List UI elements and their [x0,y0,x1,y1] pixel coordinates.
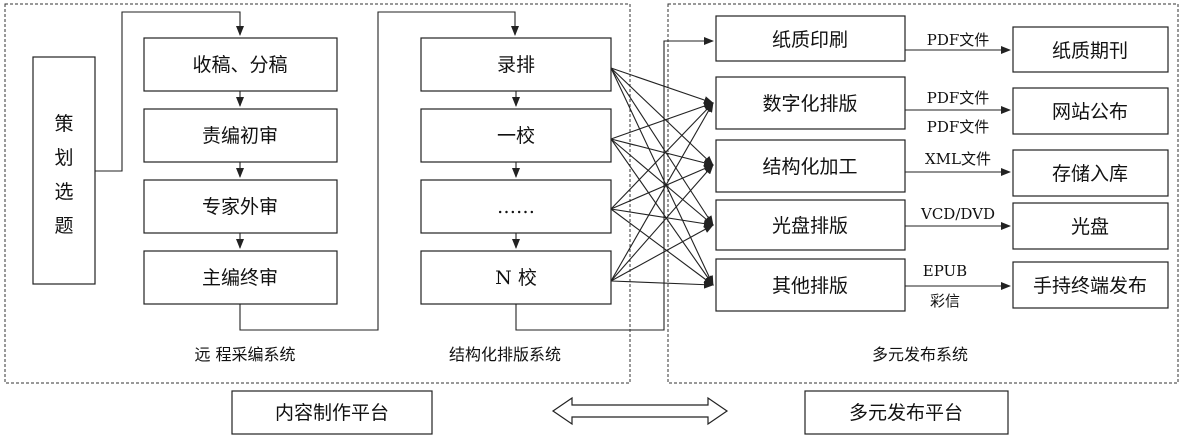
planning-char: 策 [54,113,73,135]
planning-box [32,56,96,285]
process-label-disc: 光盘排版 [772,215,848,237]
output-label-storage: 存储入库 [1052,163,1128,185]
cross-arrow [610,280,714,289]
step-box-nth-proof [420,250,612,305]
format-label: 彩信 [930,292,960,310]
publish-processes: 纸质印刷 数字化排版 结构化加工 光盘排版 其他排版 [715,15,906,312]
process-box-digital [715,76,906,130]
planning-to-intake-connector [95,11,244,172]
cross-arrow [610,102,714,140]
step-label-first-proof: 一校 [497,125,535,147]
section-caption-typesetting: 结构化排版系统 [449,345,561,364]
step-box-more-proofs [420,179,612,234]
output-label-print-journal: 纸质期刊 [1052,40,1128,62]
planning-char: 划 [54,147,73,169]
editorial-steps: 收稿、分稿 责编初审 专家外审 主编终审 [143,37,338,305]
cross-arrow [610,224,714,282]
output-box-print-journal [1012,26,1169,73]
cross-arrow [610,67,714,226]
cross-arrow [610,138,714,286]
typesetting-steps: 录排 一校 …… N 校 [420,37,612,305]
output-label-disc: 光盘 [1071,216,1109,238]
process-label-print: 纸质印刷 [772,29,848,51]
step-label-final-review: 主编终审 [202,267,278,289]
section-caption-editorial: 远 程采编系统 [194,345,295,364]
step-box-typesetting [420,37,612,92]
cross-arrow [610,208,714,228]
content-platform-label: 内容制作平台 [275,402,389,424]
format-label: VCD/DVD [920,205,995,223]
format-label: PDF文件 [927,31,990,49]
typesetting-to-print-connector [515,37,714,331]
step-box-initial-review [143,108,338,163]
process-label-structured: 结构化加工 [762,156,857,178]
cross-arrow [610,67,714,286]
cross-arrow [610,138,714,226]
output-box-website [1012,87,1169,135]
step-label-typesetting: 录排 [497,54,535,76]
step-label-expert-review: 专家外审 [202,196,278,218]
process-box-structured [715,139,906,193]
planning-char: 选 [54,181,73,203]
cross-arrow [610,164,714,210]
output-box-disc [1012,202,1169,250]
content-platform-frame [4,3,631,384]
cross-arrow [610,102,714,210]
cross-arrow [610,102,714,282]
step-box-expert-review [143,179,338,234]
step-box-intake [143,37,338,92]
step-box-first-proof [420,108,612,163]
process-label-digital: 数字化排版 [762,93,857,115]
output-box-storage [1012,149,1169,197]
editorial-to-typesetting-connector [239,11,519,331]
planning-char: 题 [54,215,73,237]
output-box-handheld [1012,261,1169,309]
format-label: PDF文件 [927,89,990,107]
publish-platform-box [804,390,1009,435]
publish-outputs: 纸质期刊 网站公布 存储入库 光盘 手持终端发布 [1012,26,1169,309]
cross-arrow [610,208,714,286]
cross-arrows [610,67,714,289]
output-label-handheld: 手持终端发布 [1033,275,1147,297]
process-box-print [715,15,906,62]
step-label-nth-proof: N 校 [495,267,537,289]
cross-arrow [610,164,714,282]
format-label: XML文件 [925,150,991,168]
section-caption-publishing: 多元发布系统 [872,345,968,364]
double-arrow-icon [551,396,729,426]
step-label-intake: 收稿、分稿 [192,54,287,76]
cross-arrow [610,67,714,104]
content-platform-box [231,390,433,435]
publish-platform-frame [667,3,1179,384]
process-label-other: 其他排版 [772,275,848,297]
format-label: EPUB [923,262,967,280]
publish-platform-label: 多元发布平台 [849,402,963,424]
cross-arrow [610,138,714,167]
cross-arrow [610,67,714,166]
output-label-website: 网站公布 [1052,101,1128,123]
process-box-disc [715,199,906,251]
step-label-initial-review: 责编初审 [202,125,278,147]
format-label: PDF文件 [927,118,990,136]
step-box-final-review [143,250,338,305]
step-label-more-proofs: …… [497,196,535,218]
process-box-other [715,258,906,312]
